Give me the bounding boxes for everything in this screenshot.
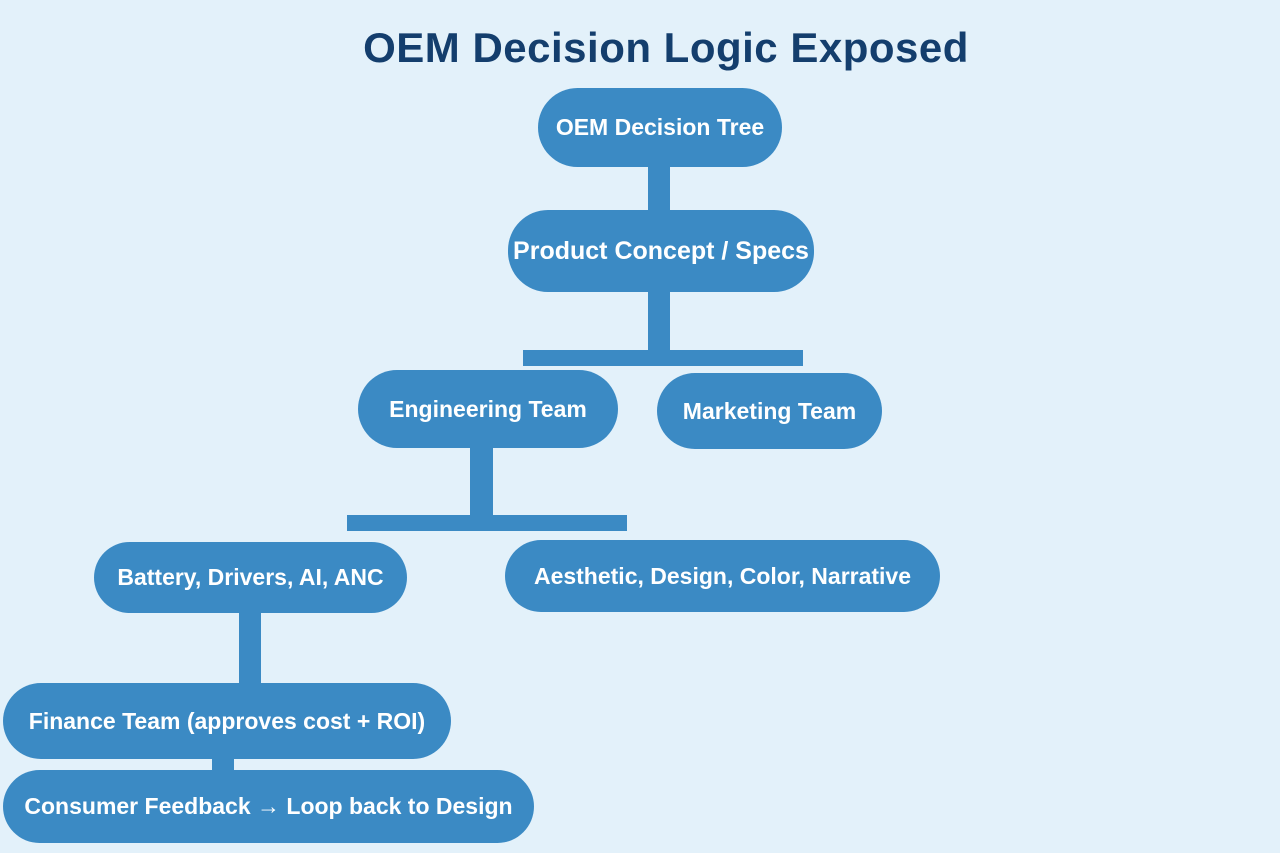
connector-engineering-drop bbox=[470, 442, 493, 520]
node-product-concept-specs: Product Concept / Specs bbox=[508, 210, 814, 292]
node-battery-drivers-ai-anc: Battery, Drivers, AI, ANC bbox=[94, 542, 407, 613]
node-consumer-feedback: Consumer Feedback → Loop back to Design bbox=[3, 770, 534, 843]
connector-oem-to-product bbox=[648, 155, 670, 220]
node-marketing-team: Marketing Team bbox=[657, 373, 882, 449]
node-engineering-team: Engineering Team bbox=[358, 370, 618, 448]
diagram-title: OEM Decision Logic Exposed bbox=[363, 24, 969, 71]
connector-bar-product-children bbox=[523, 350, 803, 366]
node-finance-team: Finance Team (approves cost + ROI) bbox=[3, 683, 451, 759]
connector-battery-to-finance bbox=[239, 608, 261, 686]
connector-bar-engineering-children bbox=[347, 515, 627, 531]
connector-product-drop bbox=[648, 282, 670, 354]
node-aesthetic-design-color-narrative: Aesthetic, Design, Color, Narrative bbox=[505, 540, 940, 612]
node-oem-decision-tree: OEM Decision Tree bbox=[538, 88, 782, 167]
